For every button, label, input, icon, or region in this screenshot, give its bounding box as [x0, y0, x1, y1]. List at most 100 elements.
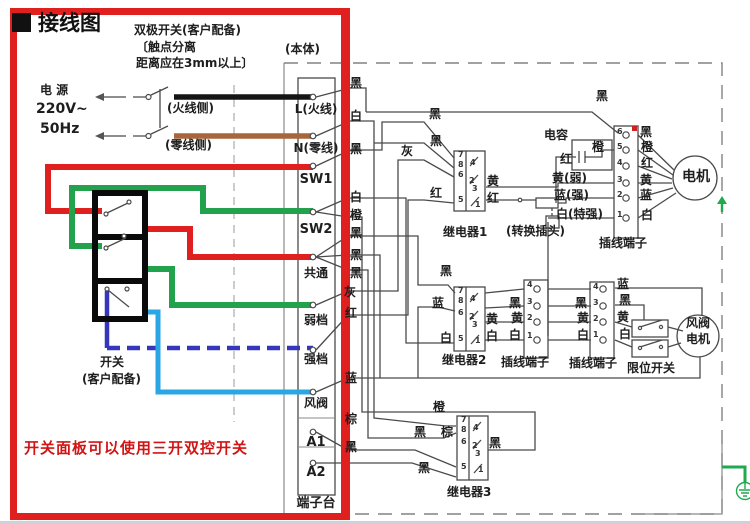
- ground-wire: [722, 465, 747, 482]
- wire-label-black: 黑: [350, 248, 363, 262]
- wire-label-red: 红: [560, 152, 573, 166]
- changeover-plug-component: [535, 197, 559, 209]
- label: 4: [470, 158, 476, 167]
- wire-label-white: 白: [619, 327, 632, 341]
- switch-levers: [106, 202, 130, 308]
- label: 1: [617, 210, 623, 219]
- terminal-block-label: 端子台: [296, 496, 336, 511]
- wire-label-black: 黑: [489, 436, 502, 450]
- neutral-side-label: (零线侧): [165, 138, 212, 152]
- speed-low-label: 黄(弱): [552, 171, 587, 185]
- label: 8: [458, 160, 464, 169]
- relay1-label: 继电器1: [443, 225, 488, 239]
- body-outline-dashed: [284, 62, 723, 515]
- terminal-A2: A2: [306, 465, 326, 480]
- page-header: 接线图: [12, 7, 101, 37]
- wire-label-blue: 蓝: [640, 188, 653, 202]
- label: 2: [472, 441, 478, 450]
- wire-label-white: 白: [486, 329, 499, 343]
- plug-terminal-top-box: [613, 125, 639, 239]
- plug-terminal-mid2-label: 插线端子: [569, 356, 618, 370]
- wire-label-white: 白: [509, 328, 522, 342]
- wire-label-black: 黑: [345, 440, 358, 454]
- wire-label-white: 白: [641, 208, 654, 222]
- wire-label-red: 红: [641, 156, 654, 170]
- label: 6: [458, 308, 464, 317]
- power-label: 电 源: [40, 83, 69, 97]
- wire-label-black: 黑: [640, 125, 653, 139]
- label: 5: [458, 195, 464, 204]
- wire-label-brown: 棕: [345, 412, 358, 426]
- wire-label-red: 红: [487, 191, 500, 205]
- capacitor-label: 电容: [544, 128, 569, 142]
- wire-label-black: 黑: [429, 107, 442, 121]
- limit-switch-box1: [631, 319, 669, 338]
- wire-label-yellow: 黄: [577, 311, 590, 325]
- fan-valve-lightblue-wire: [146, 309, 313, 395]
- wire-label-black: 黑: [440, 264, 453, 278]
- capacitor-box: [571, 139, 613, 171]
- terminal-block-box: [297, 77, 336, 496]
- customer-switch-box: [92, 190, 148, 322]
- wire-label-black: 黑: [418, 461, 431, 475]
- label: 4: [593, 282, 599, 291]
- wire-label-orange: 橙: [641, 140, 654, 154]
- wire-label-black: 黑: [350, 76, 363, 90]
- terminal-dots: [309, 93, 317, 467]
- wire-label-white: 白: [350, 190, 363, 204]
- wire-label-yellow: 黄: [640, 173, 653, 187]
- arrow-left-live: [95, 93, 104, 101]
- relay1-output-wiring: [486, 149, 614, 336]
- speed-extra-label: 白(特强): [556, 207, 603, 221]
- terminal-SW2: SW2: [299, 222, 333, 237]
- terminal-common: 共通: [303, 266, 329, 280]
- wire-label-orange: 橙: [350, 208, 363, 222]
- relay3-box: [456, 415, 489, 481]
- wire-label-blue: 蓝: [345, 371, 358, 385]
- red-mark: [632, 126, 637, 131]
- wire-label-yellow: 黄: [511, 311, 524, 325]
- label: 7: [461, 415, 467, 424]
- fan-valve-motor-label-line1: 风阀: [686, 316, 711, 330]
- label: 3: [475, 449, 481, 458]
- wire-label-white: 白: [440, 331, 453, 345]
- wire-label-black: 黑: [430, 134, 443, 148]
- title-square-icon: [12, 12, 31, 32]
- speed-high-label: 蓝(强): [554, 188, 589, 202]
- label: 2: [593, 314, 599, 323]
- label: 6: [461, 437, 467, 446]
- label: 3: [472, 184, 478, 193]
- label: 3: [472, 320, 478, 329]
- body-outline-corner: [645, 440, 723, 515]
- label: 5: [461, 462, 467, 471]
- ground-tick-arrow: [717, 196, 727, 204]
- label: 4: [473, 423, 479, 432]
- relay-plug-links: [484, 287, 703, 348]
- label: 1: [593, 330, 599, 339]
- wire-label-yellow: 黄: [486, 312, 499, 326]
- terminal-N: N(零线): [293, 141, 339, 155]
- wire-label-red: 红: [345, 306, 358, 320]
- terminal-high: 强档: [303, 352, 329, 366]
- switch-label: 开关: [100, 355, 125, 369]
- label: 7: [458, 150, 464, 159]
- wire-label-white: 白: [350, 109, 363, 123]
- terminal-damper: 风阀: [303, 396, 329, 410]
- page-title: 接线图: [38, 11, 101, 35]
- label: 3: [593, 298, 599, 307]
- terminal-L: L(火线): [294, 102, 338, 116]
- limit-switch-box2: [631, 339, 669, 358]
- label: 5: [458, 334, 464, 343]
- wire-label-gray: 灰: [344, 285, 357, 299]
- label: 4: [527, 280, 533, 289]
- red-note: 开关面板可以使用三开双控开关: [24, 439, 249, 457]
- wire-label-black: 黑: [619, 293, 632, 307]
- wire-label-black: 黑: [575, 296, 588, 310]
- wire-label-red: 红: [430, 186, 443, 200]
- limit-switch-label: 限位开关: [627, 361, 676, 375]
- wire-label-black: 黑: [596, 89, 609, 103]
- terminal-SW1: SW1: [299, 172, 333, 187]
- fan-valve-motor-circle: [676, 314, 720, 358]
